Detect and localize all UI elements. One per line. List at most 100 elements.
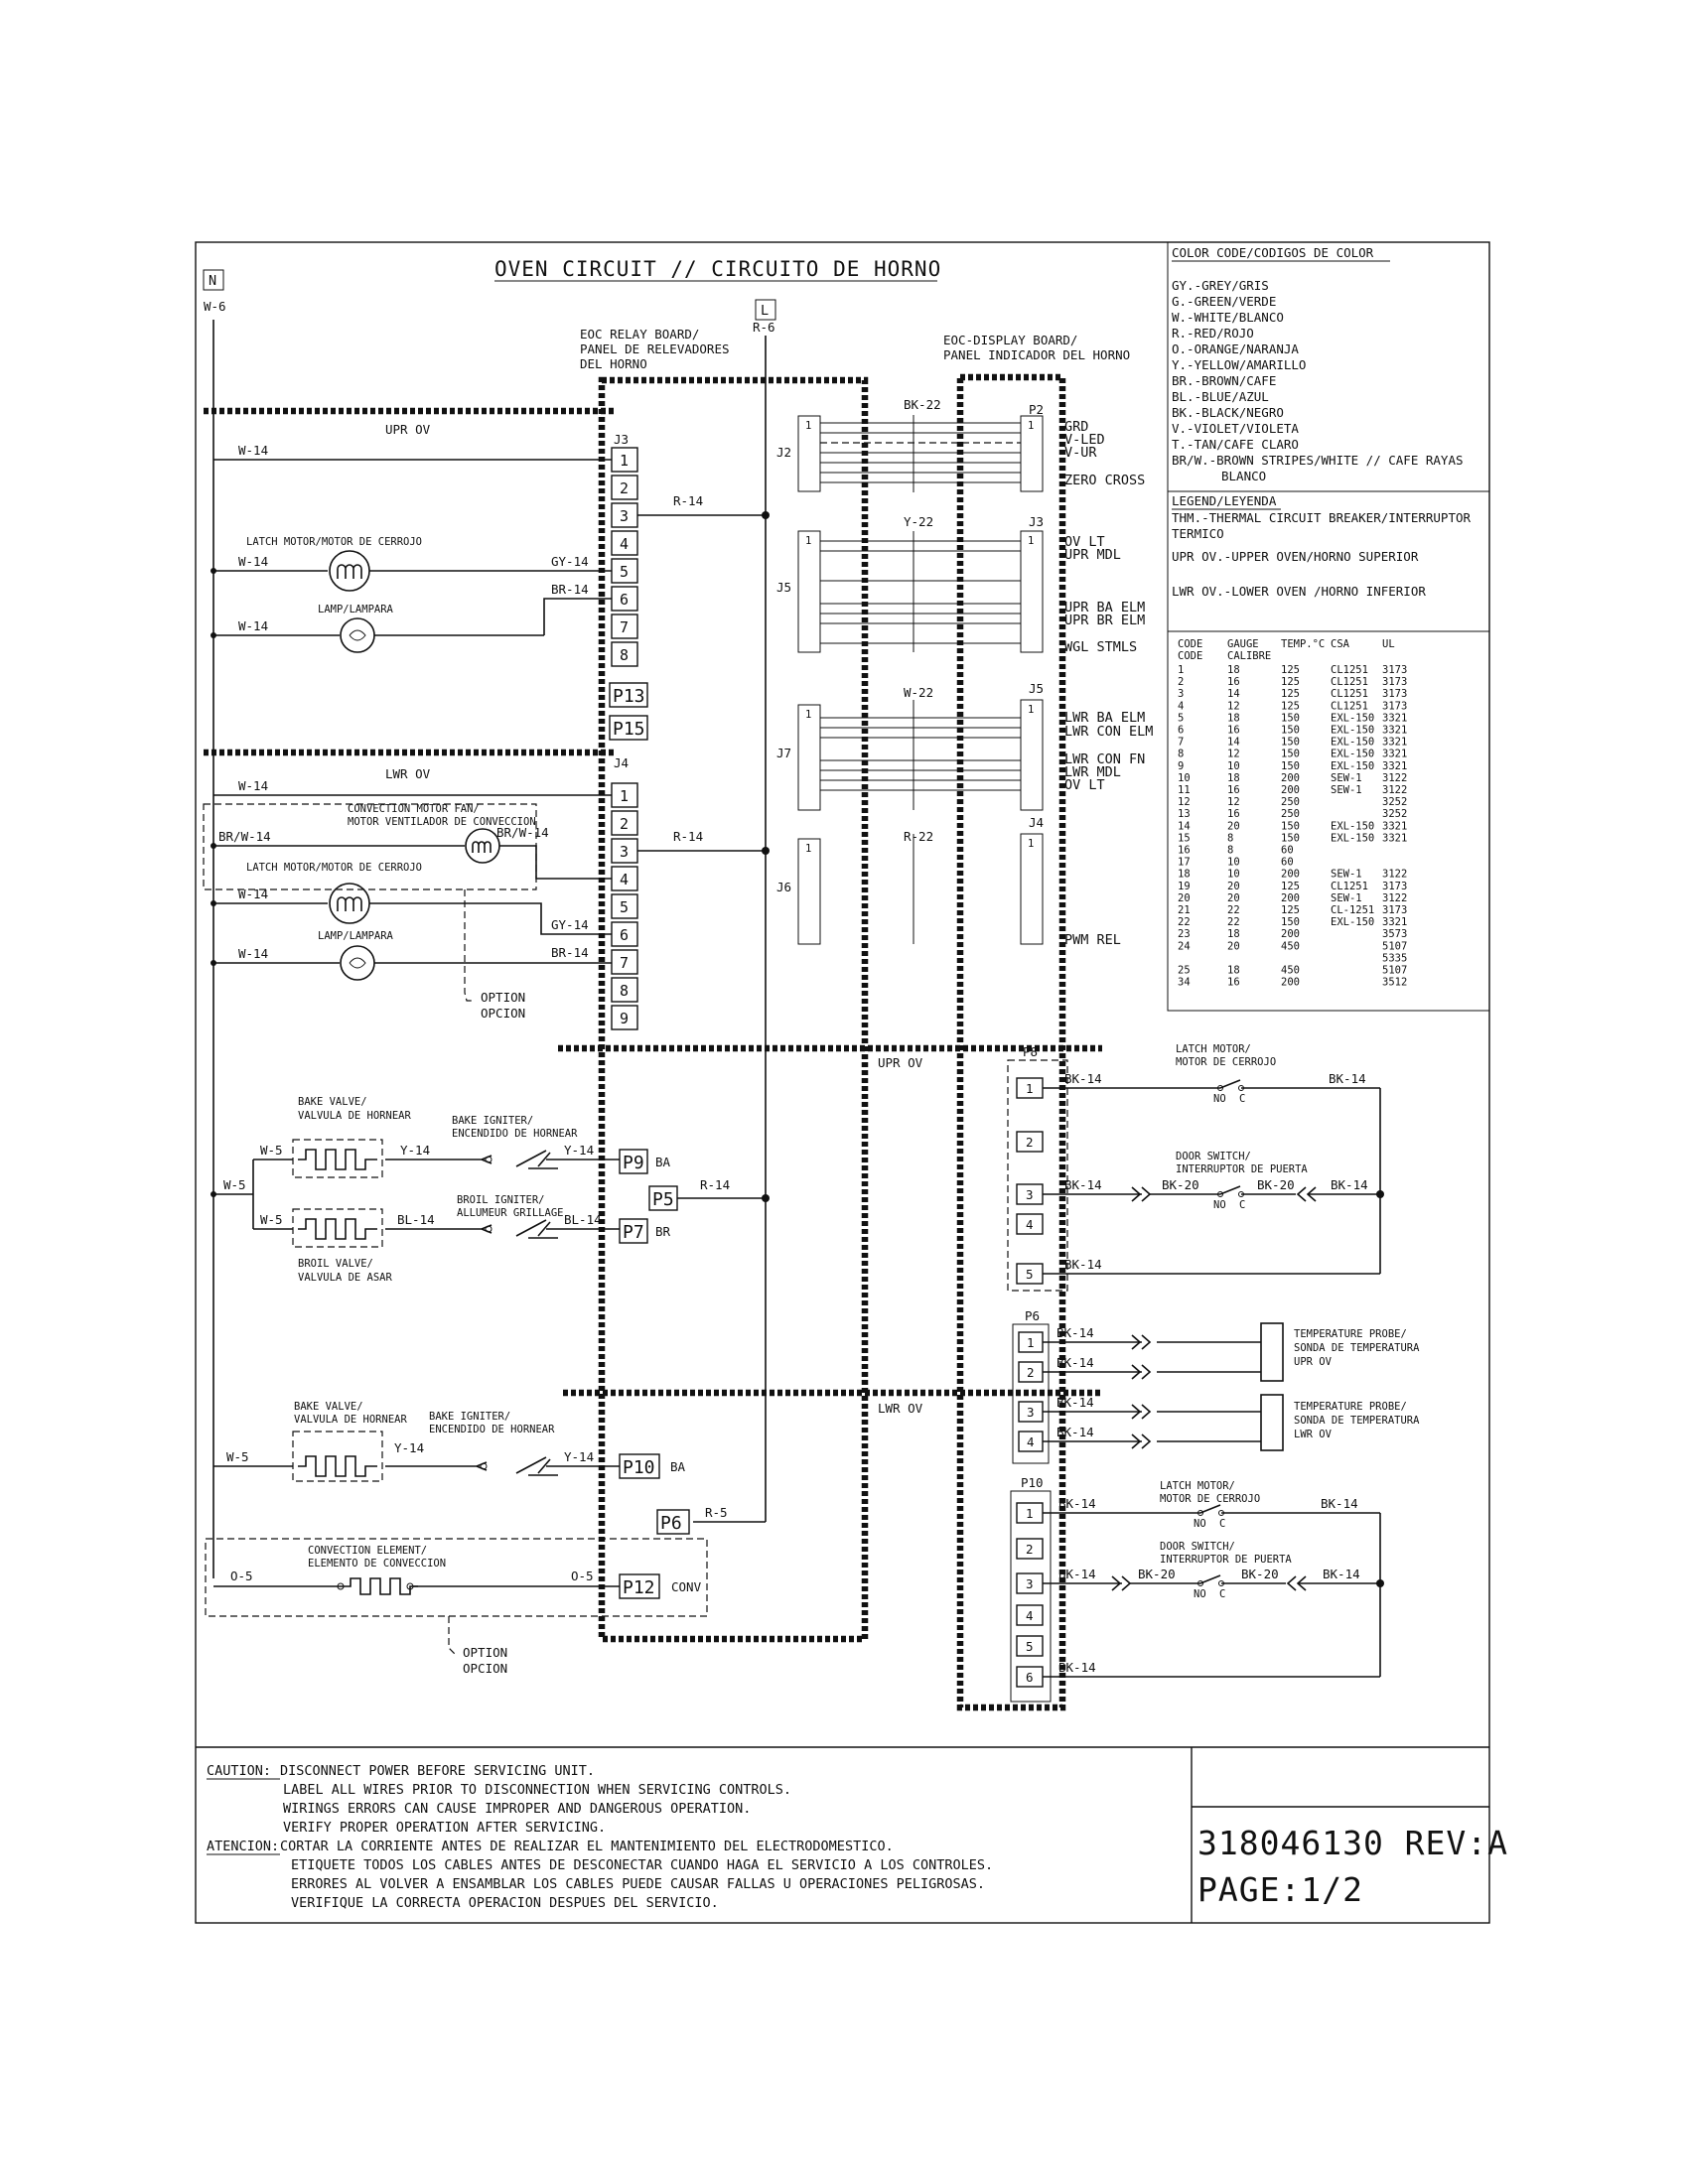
- wire-table-cell: 200: [1281, 869, 1300, 881]
- p13-label: P13: [613, 686, 645, 707]
- opcion-label: OPCION: [463, 1661, 507, 1676]
- p10-label: P10: [623, 1457, 655, 1478]
- wire-table-cell: 22: [1227, 916, 1240, 928]
- p10-ba-label: BA: [670, 1459, 686, 1474]
- wire-table-cell: SEW-1: [1331, 869, 1362, 881]
- color-code-entry: Y.-YELLOW/AMARILLO: [1172, 357, 1306, 372]
- part-number: 318046130 REV:A: [1197, 1824, 1508, 1862]
- wire-table-cell: 125: [1281, 700, 1300, 712]
- bake-igniter-symbol: [452, 1150, 558, 1169]
- j5-connector: [797, 530, 821, 653]
- j4-pin-box: [611, 866, 638, 891]
- upr-lower-label: UPR OV: [878, 1055, 923, 1070]
- wire-table-cell: 150: [1281, 820, 1300, 832]
- p10-box: [619, 1453, 660, 1479]
- latch-motor-r2-label-2: MOTOR DE CERROJO: [1160, 1493, 1260, 1505]
- wire-table-cell: 20: [1227, 892, 1240, 904]
- wire-label: W-14: [238, 946, 268, 961]
- wire-table-cell: 3122: [1382, 772, 1407, 784]
- p8-pin-label: 5: [1026, 1267, 1034, 1282]
- wire-table-cell: 2: [1178, 676, 1184, 688]
- p2-signal-label: GRD: [1064, 419, 1088, 435]
- p6-box: [656, 1509, 690, 1535]
- wire-table-cell: 16: [1227, 977, 1240, 989]
- harness-label: R-22: [904, 829, 933, 844]
- wire-table-cell: 14: [1178, 820, 1191, 832]
- wire-table-cell: 12: [1178, 796, 1191, 808]
- wire-table-cell: 3173: [1382, 881, 1407, 892]
- j4-pins: 1 2 3 4 5 6 7 8 9: [611, 782, 638, 1030]
- color-code-entry: BLANCO: [1221, 469, 1266, 483]
- wire-table-cell: CL1251: [1331, 688, 1368, 700]
- latch-motor-upper-symbol: [329, 550, 370, 592]
- motor-coil: [472, 841, 492, 853]
- junction: [211, 900, 216, 906]
- wire-table-cell: 3122: [1382, 869, 1407, 881]
- j4d-signal-label: PWM REL: [1064, 932, 1121, 948]
- j5-label: J5: [776, 580, 791, 595]
- wire-table-cell: 6: [1178, 725, 1184, 737]
- p5-label: P5: [652, 1189, 674, 1210]
- element-node: [337, 1582, 345, 1590]
- wire-table-cell: 150: [1281, 737, 1300, 749]
- page-number: PAGE:1/2: [1197, 1870, 1363, 1909]
- wire-table-cell: 10: [1227, 869, 1240, 881]
- j3-pin-label: 4: [620, 535, 629, 553]
- wire-table-cell: 150: [1281, 916, 1300, 928]
- color-code-entry: G.-GREEN/VERDE: [1172, 294, 1276, 309]
- legend-entry: TERMICO: [1172, 526, 1224, 541]
- wire-table-cell: 3252: [1382, 796, 1407, 808]
- conv-fan-label-1: CONVECTION MOTOR FAN/: [348, 803, 480, 815]
- wire-table-cell: CL1251: [1331, 676, 1368, 688]
- wire-table-cell: 7: [1178, 737, 1184, 749]
- wire-label: BK-14: [1056, 1325, 1094, 1340]
- j4-pin-label: 8: [620, 982, 629, 1000]
- wire-label: BK-14: [1056, 1355, 1094, 1370]
- c-label: C: [1219, 1588, 1225, 1600]
- j6-connector: [797, 838, 821, 945]
- option-leader: [464, 889, 475, 1002]
- wire-label: O-5: [571, 1569, 594, 1583]
- lwr-lower-label: LWR OV: [878, 1401, 923, 1416]
- p10r-pin-label: 5: [1026, 1639, 1034, 1654]
- relay-board-title-1: EOC RELAY BOARD/: [580, 327, 699, 341]
- bake-igniter-label-1: BAKE IGNITER/: [452, 1115, 533, 1127]
- wire-w6-label: W-6: [204, 299, 226, 314]
- p9-ba-label: BA: [655, 1155, 671, 1169]
- p8-pin-label: 4: [1026, 1217, 1034, 1232]
- wire-label: W-5: [226, 1449, 249, 1464]
- temp-probe-upr-label-2: SONDA DE TEMPERATURA: [1294, 1342, 1420, 1354]
- wire-table-cell: CL1251: [1331, 881, 1368, 892]
- bake-valve2-symbol: [292, 1431, 383, 1482]
- j3-pin-box: [611, 502, 638, 528]
- wire-table-cell: 12: [1227, 700, 1240, 712]
- wire-table-cell: 150: [1281, 725, 1300, 737]
- j5d-signal-label: LWR BA ELM: [1064, 710, 1145, 726]
- color-code-entry: T.-TAN/CAFE CLARO: [1172, 437, 1299, 452]
- wire-table-cell: 18: [1227, 965, 1240, 977]
- wire-label: W-14: [238, 554, 268, 569]
- p2-signal-label: V-UR: [1064, 445, 1097, 461]
- wire-table-cell: 450: [1281, 965, 1300, 977]
- wire-table-cell: SEW-1: [1331, 772, 1362, 784]
- upr-section-label: UPR OV: [385, 422, 431, 437]
- wire-table-cell: 200: [1281, 772, 1300, 784]
- bake-valve-coil: [298, 1149, 377, 1170]
- wire-table-cell: 22: [1178, 916, 1191, 928]
- wire-table-cell: CL-1251: [1331, 904, 1374, 916]
- wire-table-cell: EXL-150: [1331, 737, 1374, 749]
- p8-pin-label: 1: [1026, 1081, 1034, 1096]
- wire-table-cell: EXL-150: [1331, 916, 1374, 928]
- j4-pin-box: [611, 949, 638, 975]
- wire-table-cell: 200: [1281, 784, 1300, 796]
- wire-label: BK-20: [1257, 1177, 1295, 1192]
- j3-pins: 1 2 3 4 5 6 7 8: [611, 447, 638, 667]
- junction: [762, 511, 770, 519]
- bake-igniter-label-2: ENCENDIDO DE HORNEAR: [452, 1128, 578, 1140]
- wire-table-cell: 9: [1178, 760, 1184, 772]
- wire-table-cell: 8: [1227, 832, 1233, 844]
- j3d-pin1: 1: [1028, 535, 1034, 547]
- wire-label: BK-14: [1058, 1496, 1096, 1511]
- wire-table-cell: 5107: [1382, 940, 1407, 952]
